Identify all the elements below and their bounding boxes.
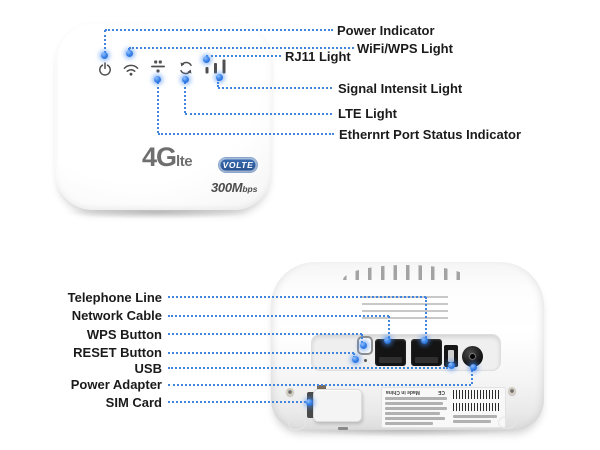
- callout-line-power-adapter-h: [168, 384, 471, 386]
- sticker-barcode-bottom: [453, 403, 501, 411]
- sticker-text-line: [385, 407, 447, 410]
- volte-badge-text: VOLTE: [222, 160, 254, 170]
- callout-dot-wifi-led: [126, 50, 133, 57]
- spec-label-sticker: Made in China CE: [381, 387, 506, 428]
- power-jack-hole: [470, 354, 475, 359]
- speed-value: 300M: [211, 180, 243, 195]
- rj45-pins: [379, 357, 402, 363]
- callout-line-reset-v: [353, 353, 355, 358]
- sim-contact-pad: [317, 385, 326, 392]
- sticker-text-line: [385, 397, 447, 400]
- label-power-adapter: Power Adapter: [70, 377, 162, 392]
- callout-dot-power-adapter: [470, 364, 477, 371]
- rj11-telephone-port: [411, 339, 442, 366]
- callout-dot-network-port: [384, 337, 391, 344]
- reset-pinhole: [364, 359, 367, 362]
- sim-area-mark: [338, 427, 348, 430]
- sticker-text-line: [385, 422, 433, 425]
- callout-line-ethernet-v: [157, 82, 159, 133]
- callout-line-power-adapter-v: [471, 370, 473, 384]
- label-sim-card: SIM Card: [105, 395, 162, 410]
- callout-dot-sim-card: [306, 399, 313, 406]
- label-power-indicator: Power Indicator: [337, 23, 435, 38]
- callout-line-wps-h: [168, 333, 362, 335]
- sticker-text-line: [453, 420, 491, 423]
- callout-dot-reset-button: [352, 356, 359, 363]
- callout-line-power-v: [104, 30, 106, 53]
- callout-line-reset-h: [168, 352, 354, 354]
- router-front-view: [55, 22, 272, 210]
- label-wifi-wps-light: WiFi/WPS Light: [357, 41, 453, 56]
- sim-card-slot: [307, 392, 317, 418]
- callout-dot-rj11-led: [203, 56, 210, 63]
- sticker-text-line: [385, 412, 440, 415]
- label-telephone-line: Telephone Line: [67, 290, 162, 305]
- sticker-ce-mark: CE: [438, 389, 445, 395]
- signal-bars-icon: [205, 59, 226, 74]
- sticker-text-line: [453, 415, 497, 418]
- sticker-text-line: [385, 402, 443, 405]
- rj45-network-port: [375, 339, 406, 366]
- usb-port: [444, 345, 458, 367]
- callout-dot-usb: [448, 362, 455, 369]
- screw-left: [286, 388, 294, 396]
- logo-4g-text: 4G: [142, 142, 177, 172]
- callout-line-wps-v: [361, 334, 363, 343]
- power-adapter-jack: [462, 346, 483, 367]
- sticker-origin-text: Made in China: [386, 389, 420, 395]
- wifi-icon: [123, 64, 139, 76]
- top-vent-slots: [343, 265, 469, 280]
- callout-line-ethernet-h: [158, 133, 334, 135]
- callout-line-wifi-h: [129, 47, 354, 49]
- rj11-pins: [415, 357, 438, 363]
- screw-right: [508, 387, 516, 395]
- callout-line-lte-v: [184, 82, 186, 113]
- callout-dot-signal-led: [216, 74, 223, 81]
- horizontal-vent-lines: [362, 296, 448, 321]
- callout-line-usb-h: [168, 367, 448, 369]
- label-usb: USB: [134, 361, 162, 376]
- callout-line-signal-v: [217, 79, 219, 87]
- label-wps-button: WPS Button: [86, 327, 162, 342]
- callout-line-sim-h: [168, 401, 306, 403]
- callout-dot-lte-led: [182, 76, 189, 83]
- speed-unit: bps: [242, 184, 258, 194]
- logo-lte-text: lte: [176, 153, 193, 170]
- label-ethernet-port-status: Ethernrt Port Status Indicator: [339, 127, 522, 142]
- callout-line-power-h: [105, 29, 333, 31]
- sticker-barcode-top: [453, 390, 501, 399]
- volte-badge: VOLTE: [219, 158, 257, 172]
- callout-dot-telephone-port: [421, 337, 428, 344]
- label-signal-intensity-light: Signal Intensit Light: [338, 81, 463, 96]
- callout-dot-power-led: [101, 52, 108, 59]
- callout-line-telephone-v: [425, 297, 427, 338]
- label-reset-button: RESET Button: [73, 345, 162, 360]
- label-rj11-light: RJ11 Light: [285, 49, 351, 64]
- label-lte-light: LTE Light: [338, 106, 397, 121]
- sim-cover-flap: [313, 389, 362, 422]
- usb-tongue: [448, 350, 454, 362]
- callout-dot-wps-button: [360, 342, 367, 349]
- callout-dot-ethernet-led: [154, 76, 161, 83]
- foot-pad-left: [288, 417, 306, 430]
- power-icon: [99, 62, 111, 76]
- callout-line-signal-h: [218, 87, 332, 89]
- callout-line-telephone-h: [168, 296, 426, 298]
- callout-line-lte-h: [185, 113, 332, 115]
- label-network-cable: Network Cable: [71, 308, 162, 323]
- lte-refresh-icon: [180, 61, 192, 75]
- callout-line-network-h: [168, 315, 389, 317]
- foot-pad-right: [498, 416, 516, 429]
- callout-line-rj11-h: [206, 55, 281, 57]
- callout-line-network-v: [388, 316, 390, 338]
- ethernet-icon: [151, 60, 165, 73]
- sticker-text-line: [385, 417, 445, 420]
